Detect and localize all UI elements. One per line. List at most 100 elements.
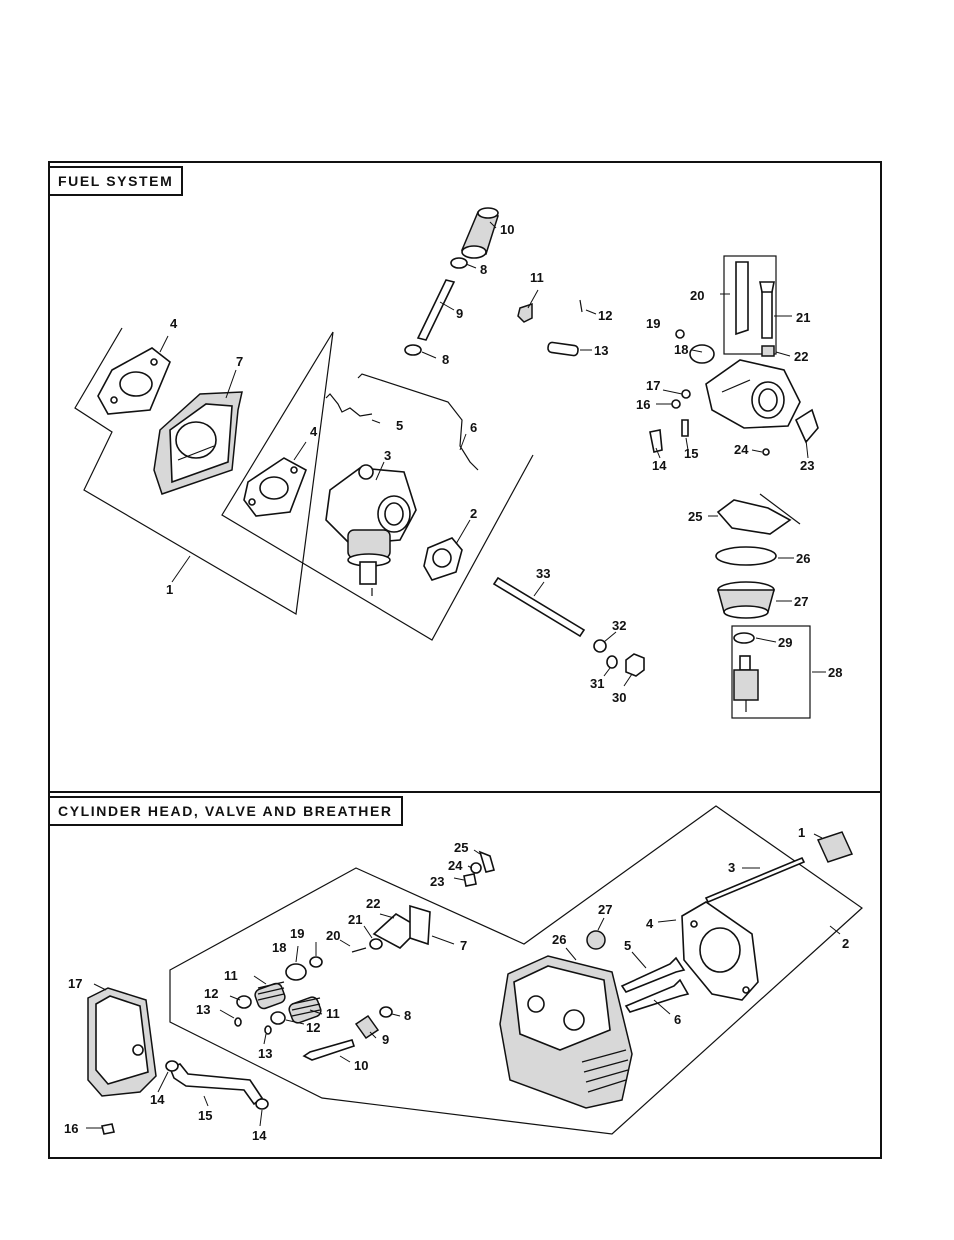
bracket-part-25 <box>480 852 494 872</box>
callout-10: 10 <box>500 222 514 237</box>
callout-20: 20 <box>326 928 340 943</box>
hose-clamp-part-8-upper <box>451 258 467 268</box>
callout-9: 9 <box>456 306 463 321</box>
guide-part-9 <box>356 1016 378 1038</box>
callout-27: 27 <box>598 902 612 917</box>
callout-3: 3 <box>728 860 735 875</box>
callout-29: 29 <box>778 635 792 650</box>
plate-part-23 <box>796 410 818 442</box>
washer-part-29 <box>734 633 754 643</box>
keeper-part-13-right <box>265 1026 271 1034</box>
callout-23: 23 <box>430 874 444 889</box>
breather-tube-part-1 <box>818 832 852 862</box>
spring-part-22 <box>762 346 774 356</box>
cap-part-19 <box>310 957 322 967</box>
callout-4: 4 <box>646 916 654 931</box>
callout-20: 20 <box>690 288 704 303</box>
callout-14: 14 <box>652 458 667 473</box>
head-gasket-part-4 <box>682 902 758 1000</box>
callout-4-middle: 4 <box>310 424 318 439</box>
callout-2: 2 <box>842 936 849 951</box>
callout-21: 21 <box>348 912 362 927</box>
fuel-filter-part-10 <box>462 208 498 258</box>
tube-part-21 <box>762 288 772 338</box>
cylinder-head-part-26 <box>500 956 632 1108</box>
gasket-part-4-middle <box>244 458 306 516</box>
keeper-part-13-left <box>235 1018 241 1026</box>
breather-hose-part-15 <box>170 1064 262 1104</box>
callout-14-lower: 14 <box>252 1128 267 1143</box>
callout-18: 18 <box>272 940 286 955</box>
screw-part-16 <box>672 400 680 408</box>
callout-1: 1 <box>798 825 805 840</box>
callout-13-right: 13 <box>258 1046 272 1061</box>
washer-part-24 <box>471 863 481 873</box>
needle-part-17 <box>682 390 690 398</box>
callout-32: 32 <box>612 618 626 633</box>
carburetor-part-3 <box>326 465 416 596</box>
callout-11-left: 11 <box>224 968 238 983</box>
callout-8-lower: 8 <box>442 352 449 367</box>
callout-31: 31 <box>590 676 604 691</box>
callout-4: 4 <box>170 316 178 331</box>
callout-15: 15 <box>198 1108 212 1123</box>
bolt-part-10 <box>304 1040 354 1060</box>
callout-10: 10 <box>354 1058 368 1073</box>
callout-5: 5 <box>396 418 403 433</box>
bowl-part-27 <box>718 582 774 618</box>
callout-23: 23 <box>800 458 814 473</box>
linkage-part-5 <box>326 394 372 416</box>
callout-18: 18 <box>674 342 688 357</box>
ball-part-24 <box>763 449 769 455</box>
float-part-25 <box>718 500 790 534</box>
callout-28: 28 <box>828 665 842 680</box>
fuel-system-section: 1 2 3 4 4 5 6 7 8 8 9 10 11 12 13 14 15 … <box>75 208 842 718</box>
callout-12: 12 <box>598 308 612 323</box>
tube-part-20 <box>736 262 748 334</box>
callout-15: 15 <box>684 446 698 461</box>
fuel-leader-lines <box>160 222 826 686</box>
callout-17: 17 <box>646 378 660 393</box>
cylinder-head-section: 1 2 3 4 5 6 7 8 9 10 11 11 12 12 13 13 1… <box>64 806 862 1143</box>
callout-3: 3 <box>384 448 391 463</box>
callout-17: 17 <box>68 976 82 991</box>
screw-part-16 <box>102 1124 114 1134</box>
carburetor-body <box>706 360 800 428</box>
retainer-part-18 <box>286 964 306 980</box>
callout-16: 16 <box>636 397 650 412</box>
retainer-part-12-right <box>271 1012 285 1024</box>
callout-33: 33 <box>536 566 550 581</box>
screw-part-12 <box>580 300 582 312</box>
breather-cover-part-17 <box>88 988 156 1096</box>
hose-clamp-part-8-lower <box>405 345 421 355</box>
callout-8: 8 <box>404 1008 411 1023</box>
callout-26: 26 <box>796 551 810 566</box>
callout-27: 27 <box>794 594 808 609</box>
callout-7: 7 <box>460 938 467 953</box>
callout-19: 19 <box>646 316 660 331</box>
diagram-frame <box>49 162 881 1158</box>
callout-26: 26 <box>552 932 566 947</box>
nut-part-30 <box>626 654 644 676</box>
pivot-part-21 <box>370 939 382 949</box>
clamp-part-14-upper <box>166 1061 178 1071</box>
fuel-line-part-9 <box>418 280 454 340</box>
push-rod-part-3 <box>706 858 804 902</box>
plate-part-7 <box>410 906 430 944</box>
callout-22: 22 <box>794 349 808 364</box>
washer-part-8 <box>380 1007 392 1017</box>
callout-24: 24 <box>448 858 463 873</box>
lockwasher-part-31 <box>607 656 617 668</box>
gasket-part-26 <box>716 547 776 565</box>
screw-part-20 <box>352 948 366 952</box>
callout-12-right: 12 <box>306 1020 320 1035</box>
screw-part-15 <box>682 420 688 436</box>
callout-6: 6 <box>470 420 477 435</box>
callout-1: 1 <box>166 582 173 597</box>
callout-5: 5 <box>624 938 631 953</box>
callout-8-upper: 8 <box>480 262 487 277</box>
insulator-plate-part-7 <box>154 392 242 494</box>
clamp-part-14-lower <box>256 1099 268 1109</box>
callout-16: 16 <box>64 1121 78 1136</box>
callout-7: 7 <box>236 354 243 369</box>
